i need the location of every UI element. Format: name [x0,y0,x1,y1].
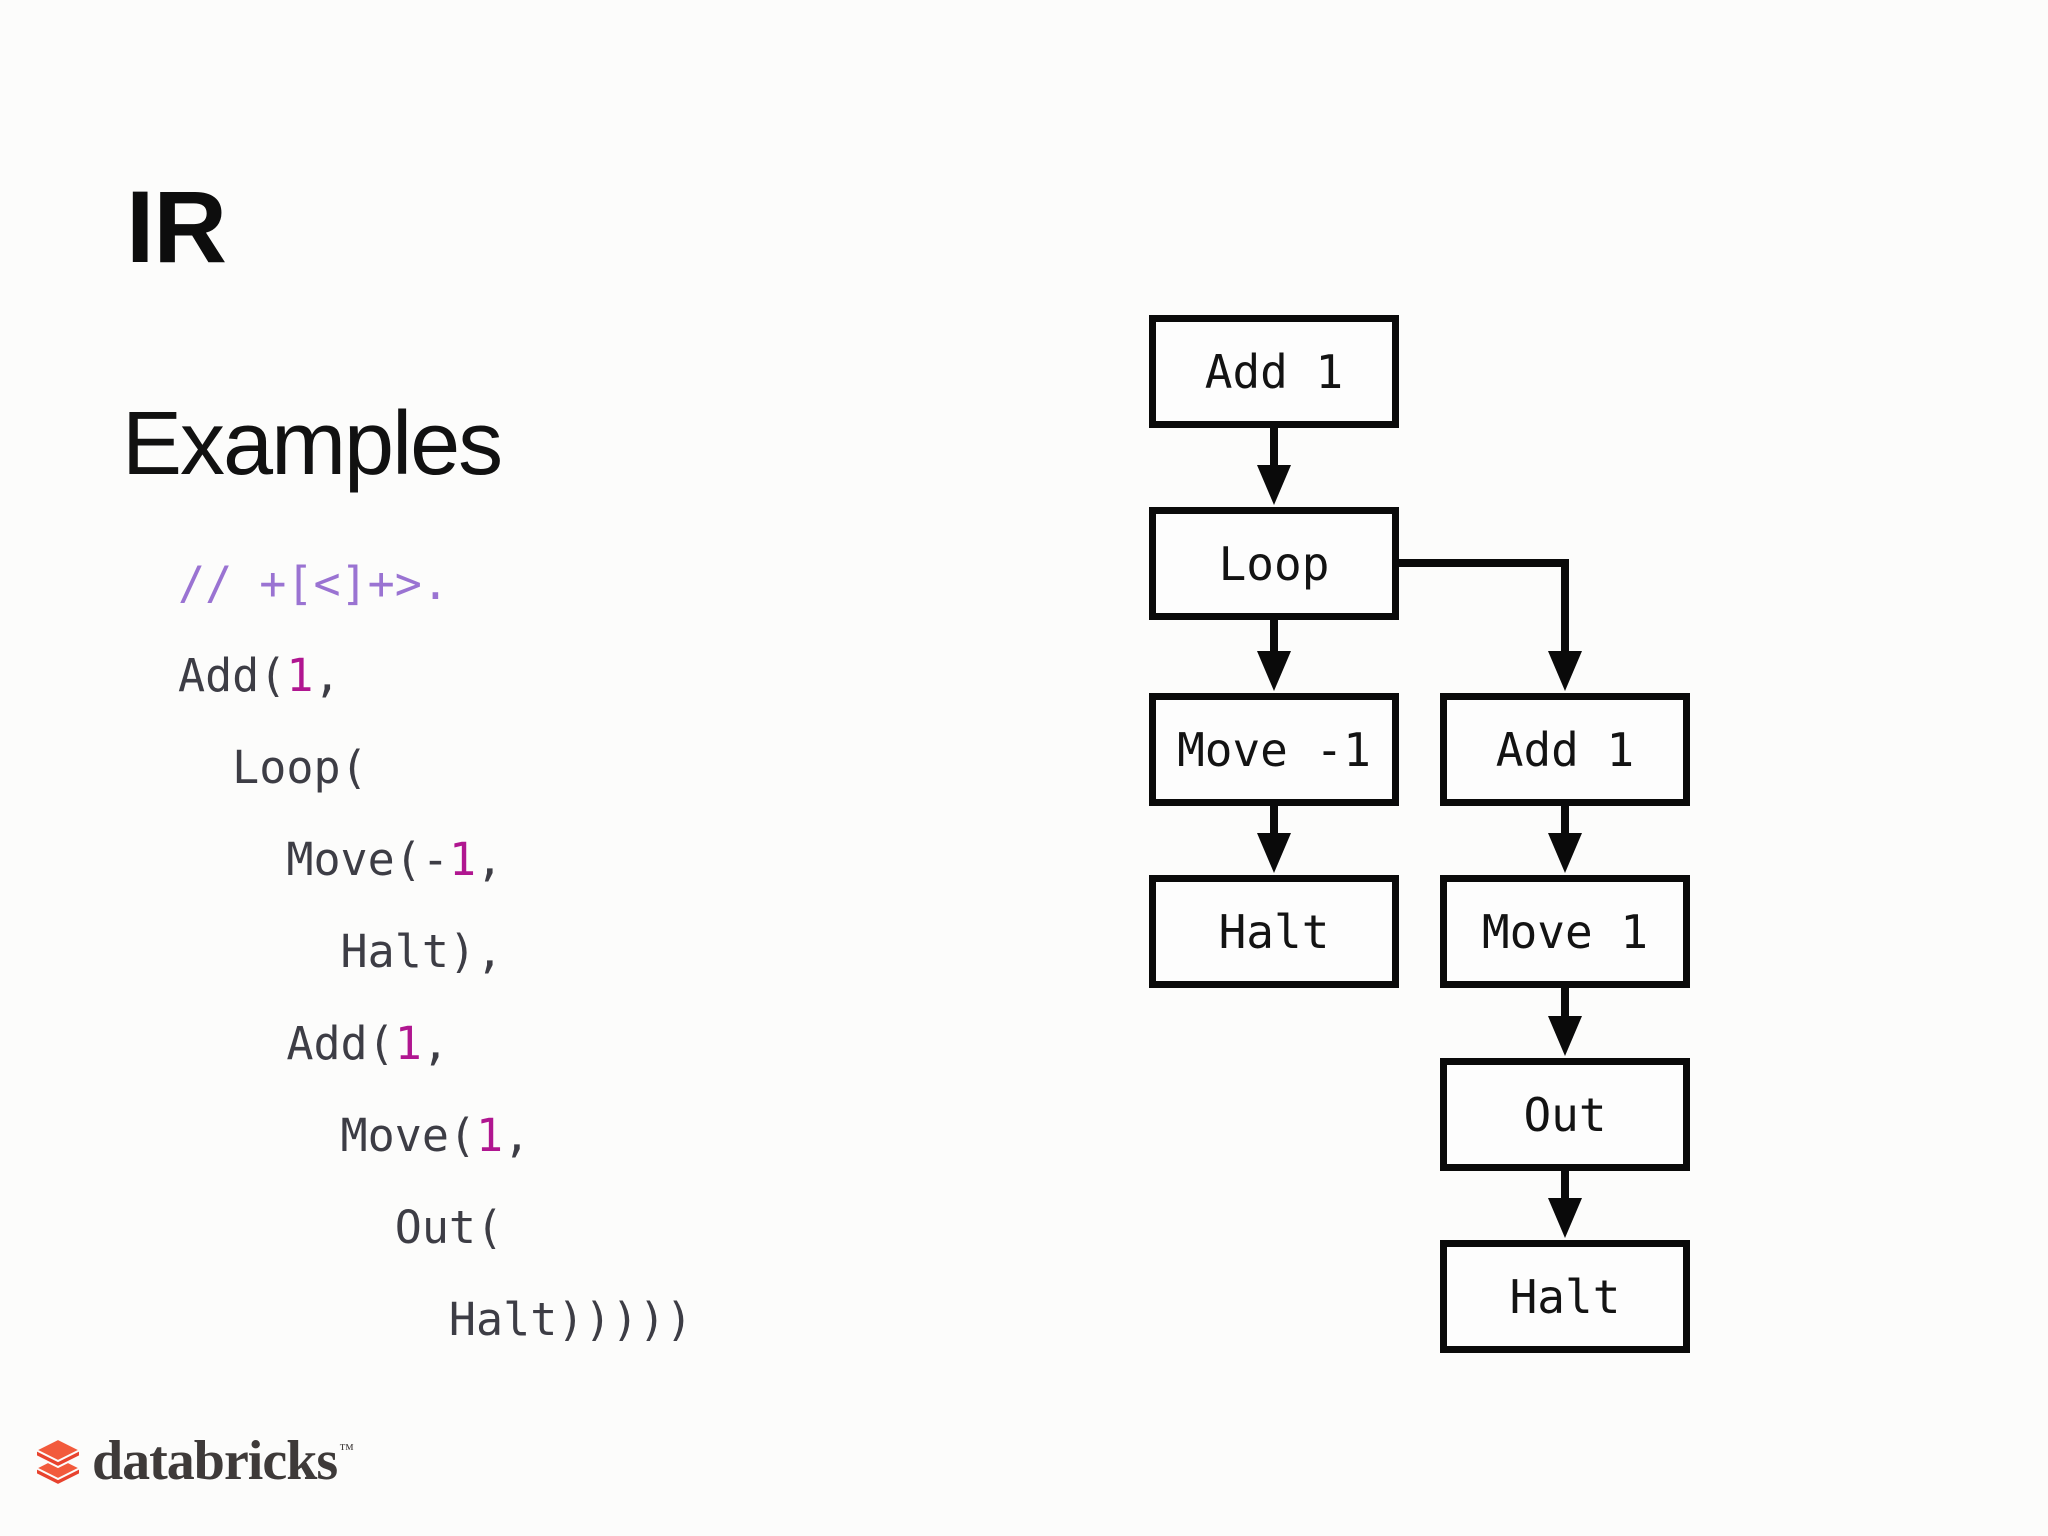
code-token-plain: , [313,649,341,702]
databricks-wordmark: databricks [92,1430,338,1492]
code-line: Halt))))) [178,1274,693,1366]
flow-node-halt-right: Halt [1440,1240,1690,1353]
databricks-logo: databricks ™ [33,1430,354,1492]
code-line: Loop( [178,722,693,814]
code-line: Move(-1, [178,814,693,906]
code-token-plain: Move(- [178,833,449,886]
code-block: // +[<]+>.Add(1, Loop( Move(-1, Halt), A… [178,538,693,1366]
flow-node-move-1: Move 1 [1440,875,1690,988]
code-token-number: 1 [476,1109,504,1162]
flow-node-out: Out [1440,1058,1690,1171]
code-token-comment: // +[<]+>. [178,557,449,610]
code-token-plain: Loop( [178,741,368,794]
page-subtitle: Examples [122,394,503,494]
code-token-plain: , [476,833,504,886]
code-line: Add(1, [178,630,693,722]
flow-node-halt-left: Halt [1149,875,1399,988]
flow-node-add-1-right: Add 1 [1440,693,1690,806]
code-line: Move(1, [178,1090,693,1182]
trademark-symbol: ™ [339,1442,354,1458]
flow-node-move-neg-1: Move -1 [1149,693,1399,806]
code-line: Add(1, [178,998,693,1090]
code-line: // +[<]+>. [178,538,693,630]
flow-node-loop: Loop [1149,507,1399,620]
code-token-number: 1 [448,833,477,886]
code-token-plain: Add( [178,649,287,702]
code-token-plain: Halt), [178,925,504,978]
code-line: Halt), [178,906,693,998]
code-token-plain: Move( [178,1109,477,1162]
code-token-plain: Add( [178,1017,395,1070]
code-token-plain: , [503,1109,531,1162]
code-token-plain: Halt))))) [178,1293,693,1346]
page-title: IR [126,170,227,284]
flow-node-add-1-top: Add 1 [1149,315,1399,428]
code-token-plain: Out( [178,1201,504,1254]
code-line: Out( [178,1182,693,1274]
code-token-number: 1 [394,1017,422,1070]
code-token-plain: , [421,1017,449,1070]
code-token-number: 1 [286,649,314,702]
databricks-bricks-icon [33,1437,83,1485]
